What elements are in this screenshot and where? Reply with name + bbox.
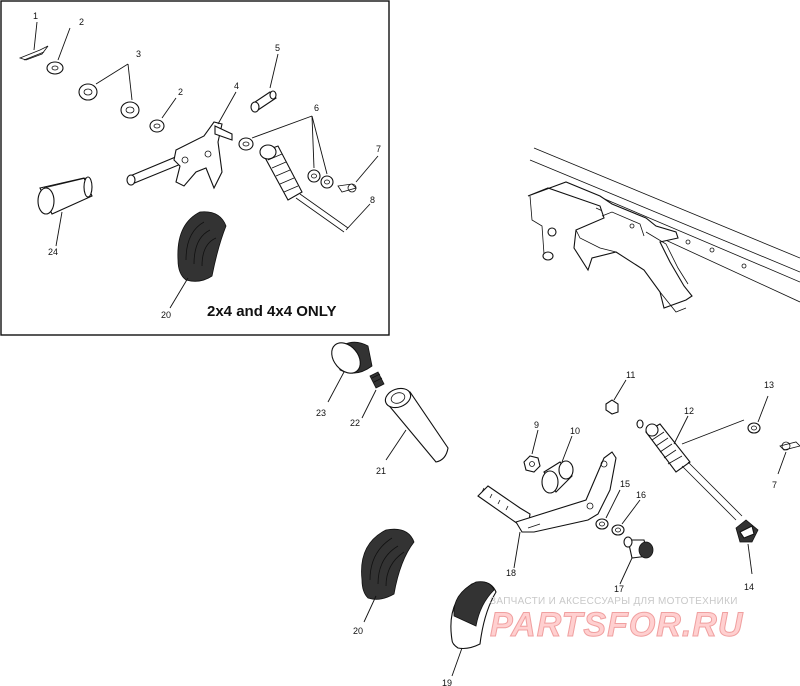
part-18-shift-lever [477,451,617,533]
part-5-pin [250,90,277,113]
callout-12: 12 [684,406,694,416]
callout-23: 23 [316,408,326,418]
callout-22: 22 [350,418,360,428]
callout-13: 13 [764,380,774,390]
part-16-washer [611,524,625,536]
part-6-washer-mid [307,169,321,183]
inset-frame [0,0,390,336]
inset-label: 2x4 and 4x4 ONLY [207,303,337,320]
watermark-brand: PARTSFOR.RU [490,606,744,644]
callout-18: 18 [506,568,516,578]
callout-24: 24 [48,247,58,257]
callout-14: 14 [744,582,754,592]
part-20-pedal-pad-inset [177,211,227,282]
part-11-nut [605,399,619,415]
part-17-bolt [623,536,654,559]
callout-21: 21 [376,466,386,476]
part-3-bushing-left [78,83,98,101]
part-22-set-screw [369,371,385,389]
callout-8: 8 [370,195,375,205]
callout-2b: 2 [178,87,183,97]
part-12-shift-cable [636,419,743,521]
callout-6: 6 [314,103,319,113]
part-6-washer-left [238,137,254,151]
callout-20a: 20 [161,310,171,320]
callout-20b: 20 [353,626,363,636]
part-23-knob-cap [331,341,373,374]
callout-7a: 7 [376,144,381,154]
part-2-washer-lower [149,119,165,133]
part-3-bushing-right [120,101,140,119]
callout-1: 1 [33,11,38,21]
part-7-cotter-pin-inset [337,183,357,193]
part-8-shift-cable [259,144,349,233]
part-19-pedal-pad [450,581,497,650]
callout-5: 5 [275,43,280,53]
part-15-washer [595,518,609,530]
callout-17: 17 [614,584,624,594]
callout-2a: 2 [79,17,84,27]
callout-4: 4 [234,81,239,91]
callout-3: 3 [136,49,141,59]
callout-16: 16 [636,490,646,500]
part-2-washer-top [46,61,64,75]
part-21-lever-sleeve [384,387,449,463]
part-9-nut [523,455,541,473]
callout-15: 15 [620,479,630,489]
frame-section [527,147,800,313]
part-7-cotter-pin [779,441,800,451]
part-10-roller [541,460,574,494]
part-20-pedal-pad [361,528,415,600]
callout-11: 11 [626,370,635,380]
callout-9: 9 [534,420,539,430]
watermark-subtitle: ЗАПЧАСТИ И АКСЕССУАРЫ ДЛЯ МОТОТЕХНИКИ [490,596,738,607]
part-1-clip [18,45,49,61]
part-6-washer-right [320,175,334,189]
part-14-cable-clamp [735,519,759,543]
callout-7b: 7 [772,480,777,490]
part-13-washer [747,422,761,434]
callout-19: 19 [442,678,452,686]
callout-10: 10 [570,426,580,436]
part-4-shift-arm [126,121,233,190]
part-24-knob [37,176,93,215]
